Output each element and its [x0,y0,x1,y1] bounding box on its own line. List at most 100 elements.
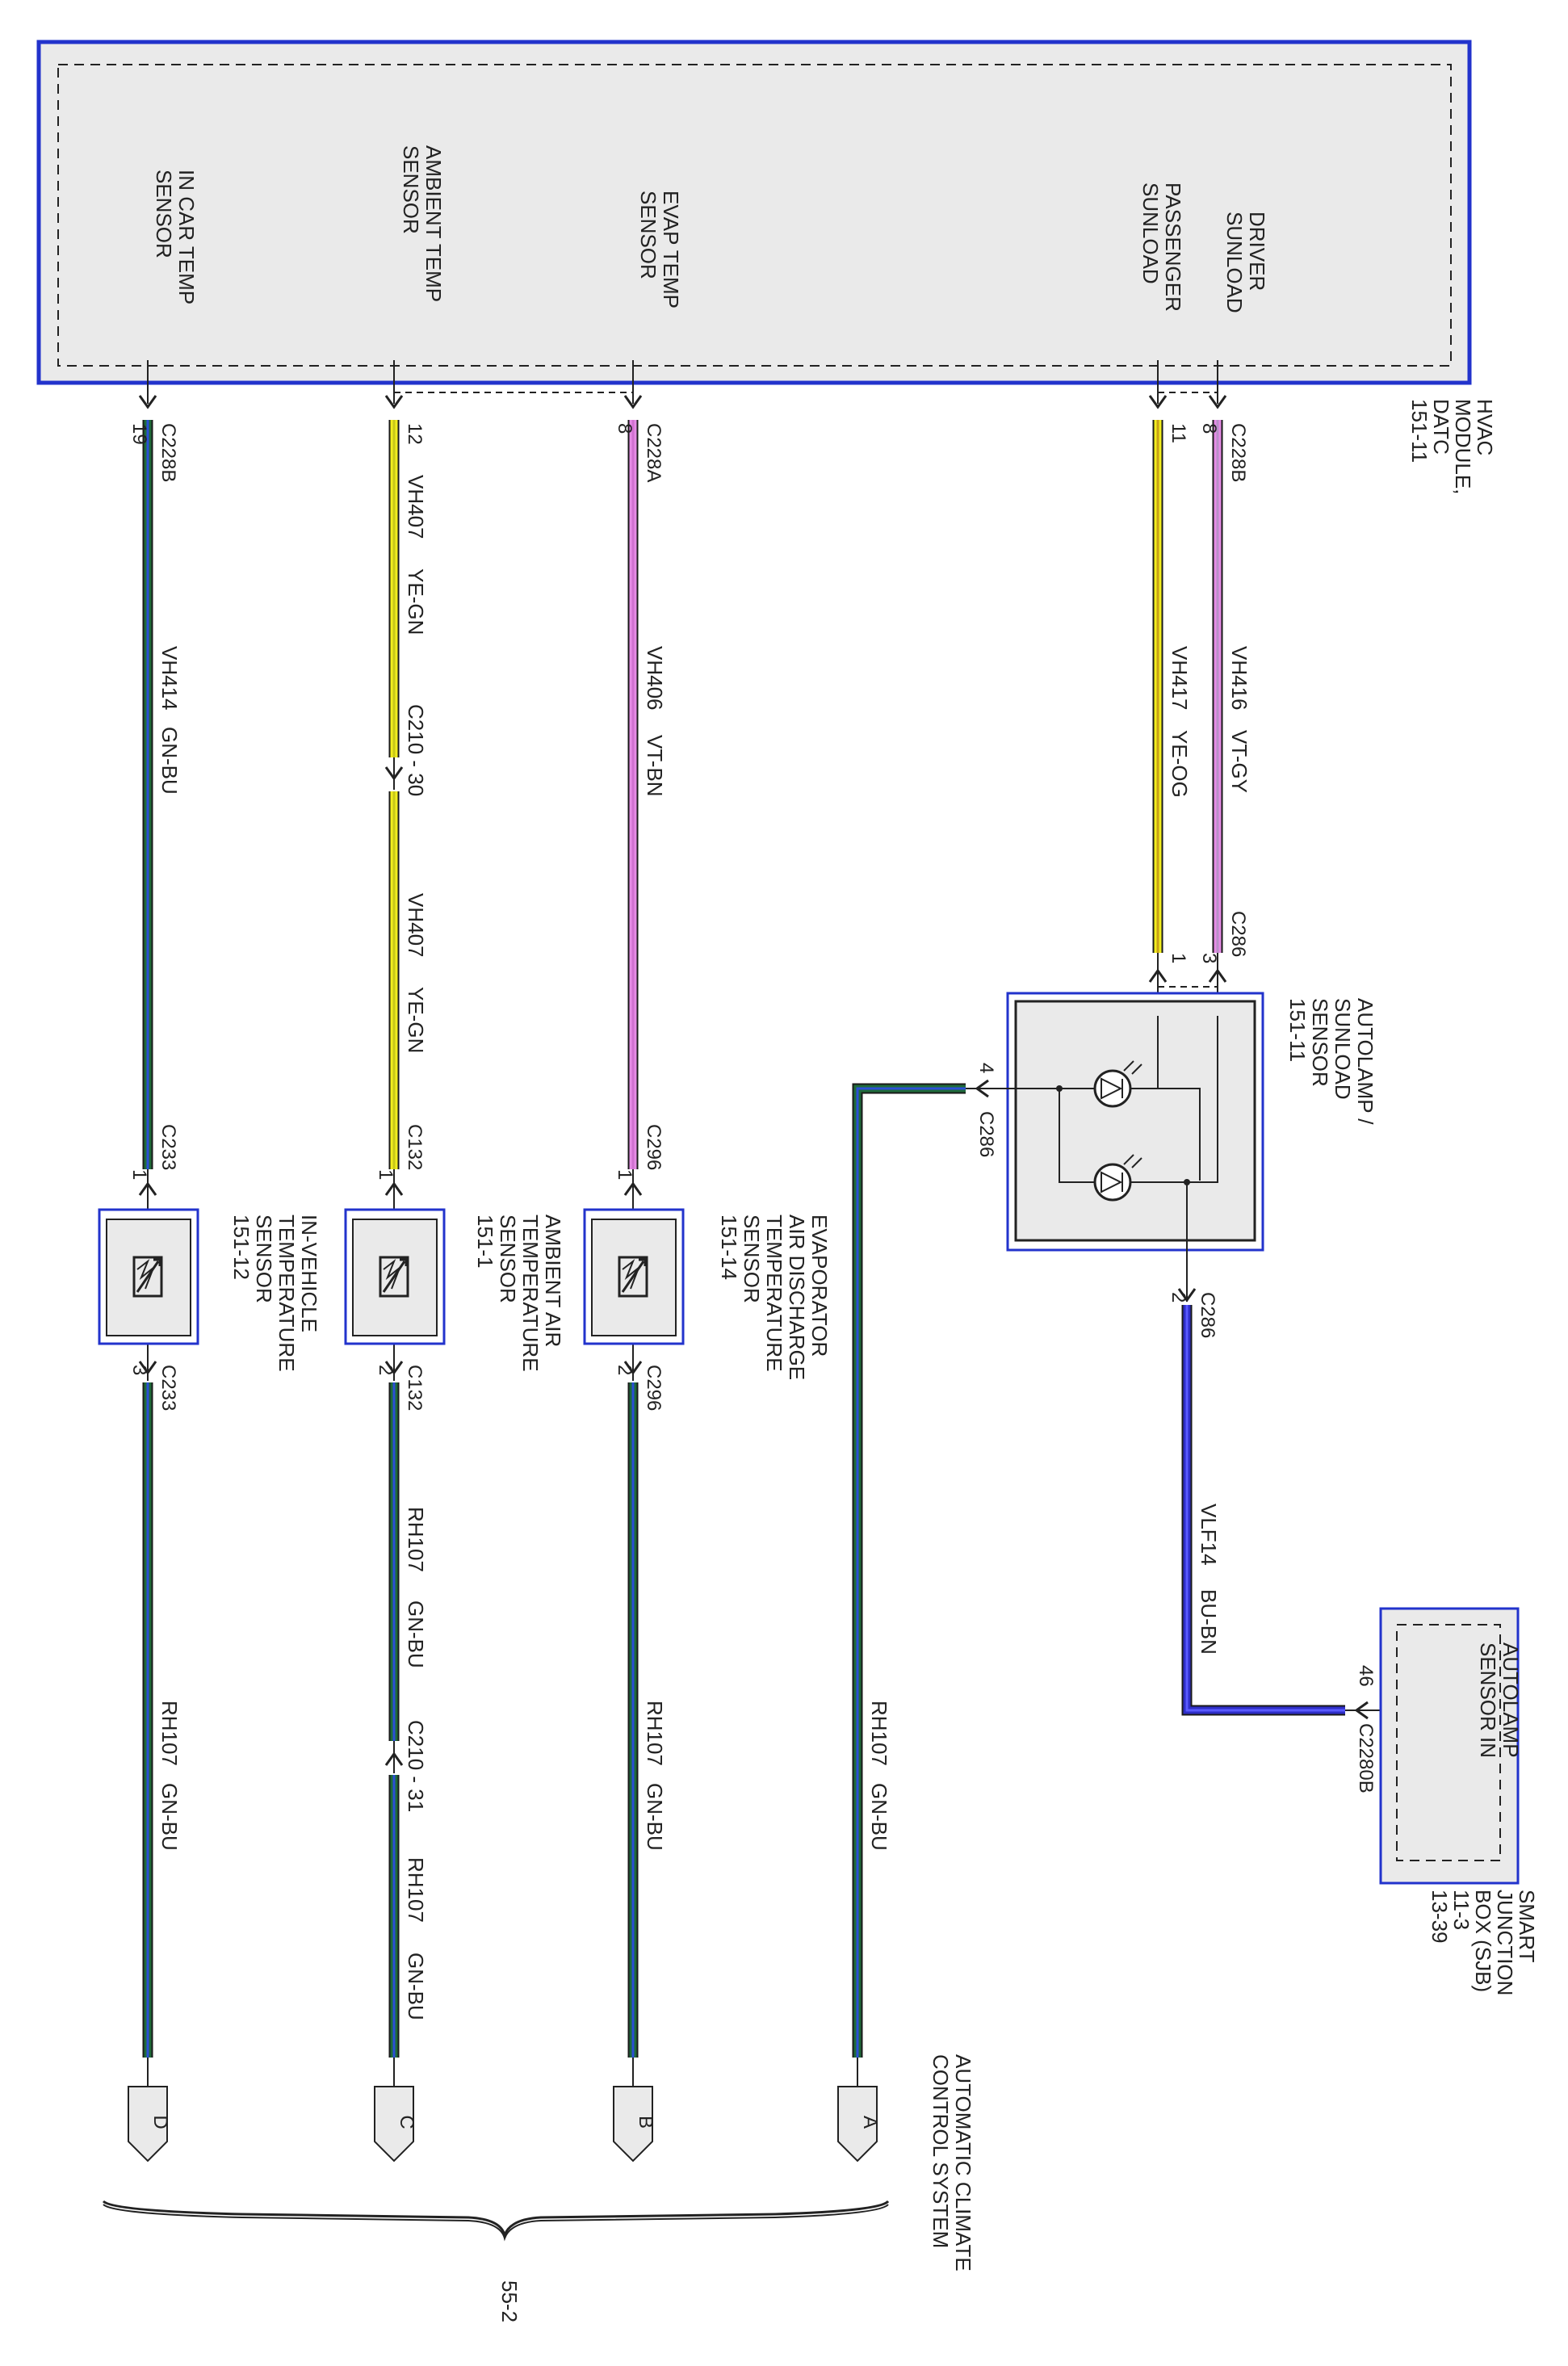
connector-pin-icon [623,1181,643,1196]
page-ref: 55-2 [497,2280,522,2322]
connector-pin-icon [1148,395,1168,409]
system-label: CONTROL SYSTEM [929,2054,953,2248]
pin-label: 11 [1168,423,1189,443]
pin-label: 8 [614,423,635,434]
sjb-title: 13-39 [1428,1890,1452,1944]
sensor-name: SENSOR [1308,998,1332,1087]
pin-label: 8 [1198,423,1220,434]
autolamp-sunload-sensor [995,992,1264,1292]
terminal-d: D [128,2086,171,2163]
connector-label: C210 - 31 [404,1720,428,1812]
connector-label: C296 [643,1365,665,1411]
pin-label: 2 [375,1365,396,1375]
connector-pin-icon [1177,1288,1197,1303]
hvac-module-title: DATC [1429,399,1453,455]
sensor-name: EVAPORATOR [807,1214,832,1357]
wire-color: GN-BU [404,1953,428,2020]
sjb-title: BOX (SJB) [1471,1890,1495,1992]
connector-label: C296 [643,1124,665,1170]
wires [138,360,1381,2087]
sensor-name: IN-VEHICLE [297,1214,321,1332]
connector-label: C228B [1227,423,1249,482]
hvac-module-title: MODULE, [1451,399,1475,494]
evaporator-temp-sensor [583,1208,685,1345]
pin-label: 4 [975,1063,997,1073]
wire-color: YE-GN [404,568,428,635]
brace [102,2200,890,2240]
connector-pin-icon [384,1751,404,1766]
pin-label: 3 [1198,953,1220,963]
wire-id: VH407 [404,475,428,539]
pin-label: 2 [614,1365,635,1375]
sensor-name: 151-1 [473,1214,497,1269]
sensor-name: SENSOR [496,1214,520,1303]
connector-pin-icon [1148,968,1168,983]
terminal-a: A [837,2086,881,2163]
connector-pin-icon [1208,395,1227,409]
connector-pin-icon [1208,968,1227,983]
terminal-c: C [374,2086,417,2163]
wire-id: RH107 [643,1701,667,1766]
hvac-module [36,40,1472,385]
wire-color: GN-BU [643,1783,667,1851]
smart-junction-box [1379,1607,1520,1885]
terminal-b: B [613,2086,656,2163]
connector-pin-icon [384,395,404,409]
sensor-name: TEMPERATURE [762,1214,786,1372]
sensor-name: TEMPERATURE [518,1214,543,1372]
connector-label: C233 [157,1124,179,1170]
wire-color: GN-BU [404,1600,428,1668]
wire-color: YE-GN [404,987,428,1053]
sensor-name: 151-12 [229,1214,254,1280]
pin-label: 12 [404,423,426,445]
connector-pin-icon [138,1181,157,1196]
connector-label: C132 [404,1124,426,1170]
wire-id: RH107 [157,1701,182,1766]
connector-pin-icon [138,1361,157,1375]
wire-rh107-a [852,1083,966,2058]
hvac-input-label: EVAP TEMP [659,191,683,308]
terminal-label: B [635,2116,656,2129]
connector-pin-icon [384,766,404,781]
hvac-input-label: DRIVER [1245,212,1269,291]
connector-label: C2280B [1355,1723,1377,1793]
photodiode-icon [1093,1060,1142,1108]
hvac-input-label: SENSOR [152,170,176,258]
connector-pin-icon [623,1361,643,1375]
wire-id: VH417 [1168,646,1192,711]
wire-id: VH407 [404,893,428,958]
sensor-name: AUTOLAMP / [1353,998,1377,1125]
sjb-input-label: AUTOLAMP [1499,1642,1523,1758]
connector-label: C210 - 30 [404,704,428,796]
connector-label: C228A [643,423,665,482]
connector-pin-icon [384,1181,404,1196]
wire-color: VT-BN [643,735,667,797]
sensor-name: 151-14 [717,1214,741,1280]
sjb-title: SMART [1515,1890,1539,1963]
hvac-input-label: SUNLOAD [1222,212,1247,313]
hvac-module-title: 151-11 [1407,399,1432,463]
connector-label: C132 [404,1365,426,1411]
connector-pin-icon [975,1079,989,1098]
sensor-name: TEMPERATURE [275,1214,299,1372]
wire-id: RH107 [867,1701,891,1766]
wire-color: VT-GY [1227,730,1251,793]
connector-label: C233 [157,1365,179,1411]
connector-label: C286 [1227,911,1249,957]
wire-color: BU-BN [1197,1589,1221,1655]
pin-label: 3 [128,1365,150,1375]
pin-label: 2 [1168,1292,1189,1303]
pin-label: 1 [1168,953,1189,963]
hvac-input-label: SENSOR [399,145,423,234]
sensor-name: AMBIENT AIR [541,1214,565,1347]
sensor-name: SENSOR [252,1214,276,1303]
system-label: AUTOMATIC CLIMATE [951,2054,975,2272]
pin-label: 46 [1355,1665,1377,1687]
connector-pin-icon [138,395,157,409]
wire-vlf14 [1181,1305,1345,1716]
sjb-input-label: SENSOR IN [1476,1642,1500,1758]
connector-pin-icon [384,1361,404,1375]
hvac-input-label: IN CAR TEMP [174,170,199,304]
